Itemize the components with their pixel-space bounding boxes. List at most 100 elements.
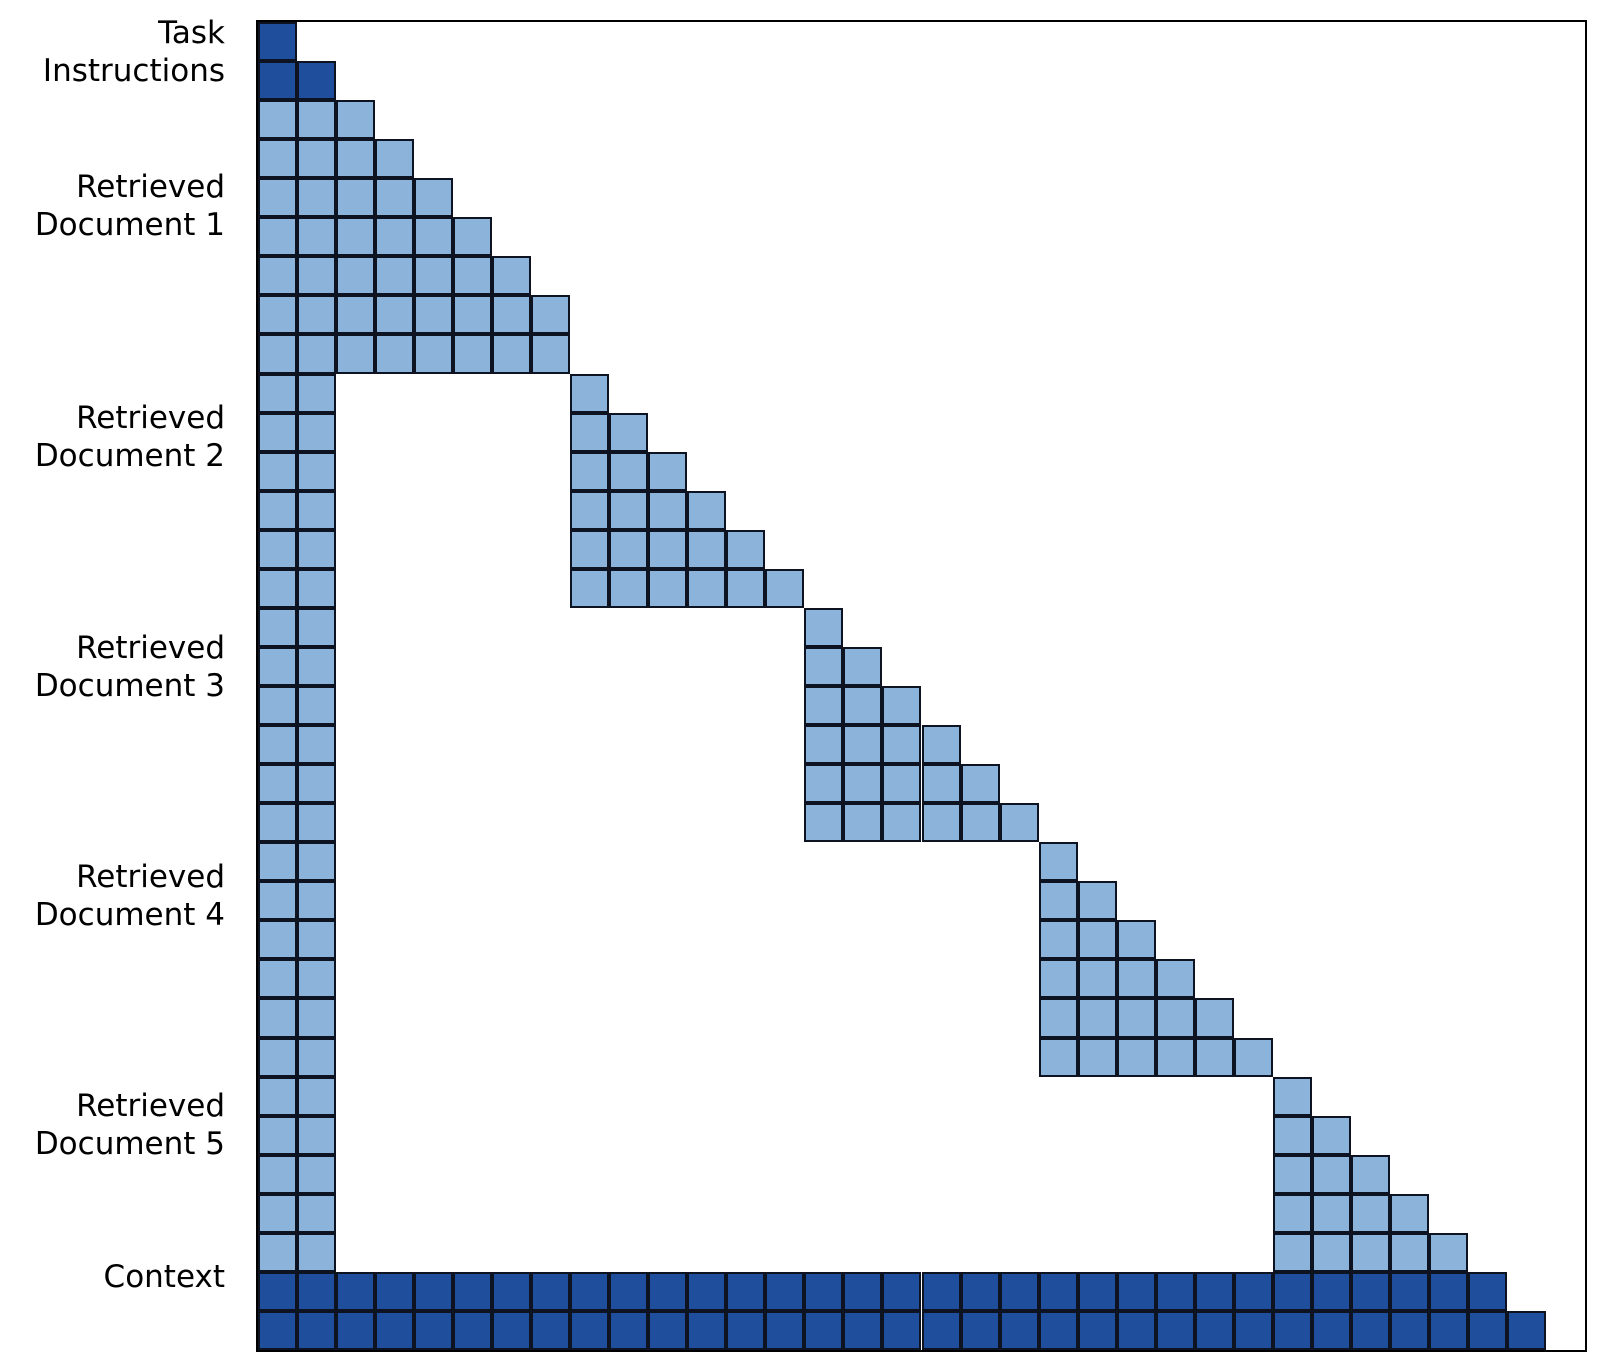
- mask-cell: [336, 217, 376, 257]
- mask-cell: [258, 1232, 298, 1272]
- mask-cell: [453, 256, 493, 296]
- mask-cell: [687, 568, 727, 608]
- mask-cell: [609, 490, 649, 530]
- mask-cell: [258, 1310, 298, 1350]
- mask-cell: [453, 217, 493, 257]
- mask-cell: [687, 1310, 727, 1350]
- mask-cell: [453, 1271, 493, 1311]
- mask-cell: [1155, 1310, 1195, 1350]
- mask-cell: [258, 959, 298, 999]
- mask-cell: [1350, 1232, 1390, 1272]
- mask-cell: [375, 178, 415, 218]
- mask-cell: [297, 686, 337, 726]
- mask-cell: [297, 451, 337, 491]
- mask-cell: [765, 568, 805, 608]
- mask-cell: [297, 1271, 337, 1311]
- mask-cell: [1389, 1310, 1429, 1350]
- mask-cell: [258, 334, 298, 374]
- mask-cell: [258, 764, 298, 804]
- mask-cell: [492, 1271, 532, 1311]
- mask-cell: [843, 1271, 883, 1311]
- mask-cell: [804, 1271, 844, 1311]
- mask-cell: [804, 686, 844, 726]
- mask-cell: [1350, 1310, 1390, 1350]
- mask-cell: [570, 1310, 610, 1350]
- mask-cell: [258, 725, 298, 765]
- mask-cell: [297, 607, 337, 647]
- mask-cell: [258, 100, 298, 140]
- mask-cell: [765, 1310, 805, 1350]
- mask-cell: [297, 1310, 337, 1350]
- mask-cell: [726, 529, 766, 569]
- mask-cell: [258, 1037, 298, 1077]
- mask-cell: [1077, 998, 1117, 1038]
- mask-cell: [258, 1115, 298, 1155]
- mask-cell: [1038, 842, 1078, 882]
- mask-cell: [1116, 1310, 1156, 1350]
- mask-cell: [1116, 920, 1156, 960]
- mask-cell: [1116, 998, 1156, 1038]
- mask-cell: [258, 1154, 298, 1194]
- mask-cell: [258, 139, 298, 179]
- mask-cell: [414, 334, 454, 374]
- mask-cell: [570, 451, 610, 491]
- mask-cell: [258, 646, 298, 686]
- mask-cell: [843, 646, 883, 686]
- mask-cell: [492, 295, 532, 335]
- mask-cell: [1233, 1271, 1273, 1311]
- mask-cell: [1077, 959, 1117, 999]
- mask-cell: [1389, 1193, 1429, 1233]
- mask-cell: [297, 1232, 337, 1272]
- mask-cell: [414, 295, 454, 335]
- mask-cell: [1350, 1154, 1390, 1194]
- mask-cell: [1467, 1310, 1507, 1350]
- mask-cell: [648, 451, 688, 491]
- mask-cell: [882, 725, 922, 765]
- label-retrieved-document-5: Retrieved Document 5: [34, 1088, 225, 1162]
- mask-cell: [1077, 1271, 1117, 1311]
- mask-cell: [1389, 1271, 1429, 1311]
- mask-cell: [570, 568, 610, 608]
- mask-cell: [804, 725, 844, 765]
- mask-cell: [258, 803, 298, 843]
- mask-cell: [297, 842, 337, 882]
- mask-cell: [804, 1310, 844, 1350]
- mask-cell: [648, 1310, 688, 1350]
- mask-cell: [1272, 1115, 1312, 1155]
- mask-cell: [960, 1271, 1000, 1311]
- mask-cell: [414, 178, 454, 218]
- mask-cell: [609, 412, 649, 452]
- mask-cell: [843, 686, 883, 726]
- mask-cell: [609, 1310, 649, 1350]
- mask-cell: [258, 998, 298, 1038]
- mask-cell: [336, 178, 376, 218]
- mask-cell: [297, 959, 337, 999]
- mask-cell: [570, 412, 610, 452]
- mask-cell: [1350, 1271, 1390, 1311]
- label-retrieved-document-4: Retrieved Document 4: [34, 859, 225, 933]
- mask-cell: [1038, 881, 1078, 921]
- mask-cell: [648, 490, 688, 530]
- mask-cell: [1506, 1310, 1546, 1350]
- mask-cell: [1272, 1232, 1312, 1272]
- mask-cell: [414, 1310, 454, 1350]
- mask-cell: [336, 1271, 376, 1311]
- mask-cell: [1272, 1154, 1312, 1194]
- mask-cell: [492, 256, 532, 296]
- mask-cell: [336, 295, 376, 335]
- mask-cell: [531, 1271, 571, 1311]
- mask-cell: [336, 1310, 376, 1350]
- mask-cell: [258, 1193, 298, 1233]
- mask-cell: [297, 217, 337, 257]
- mask-cell: [1272, 1076, 1312, 1116]
- mask-cell: [843, 725, 883, 765]
- mask-cell: [1077, 1037, 1117, 1077]
- mask-cell: [297, 100, 337, 140]
- mask-cell: [609, 568, 649, 608]
- mask-cell: [375, 295, 415, 335]
- mask-cell: [882, 1310, 922, 1350]
- mask-cell: [960, 764, 1000, 804]
- mask-cell: [297, 803, 337, 843]
- mask-cell: [960, 803, 1000, 843]
